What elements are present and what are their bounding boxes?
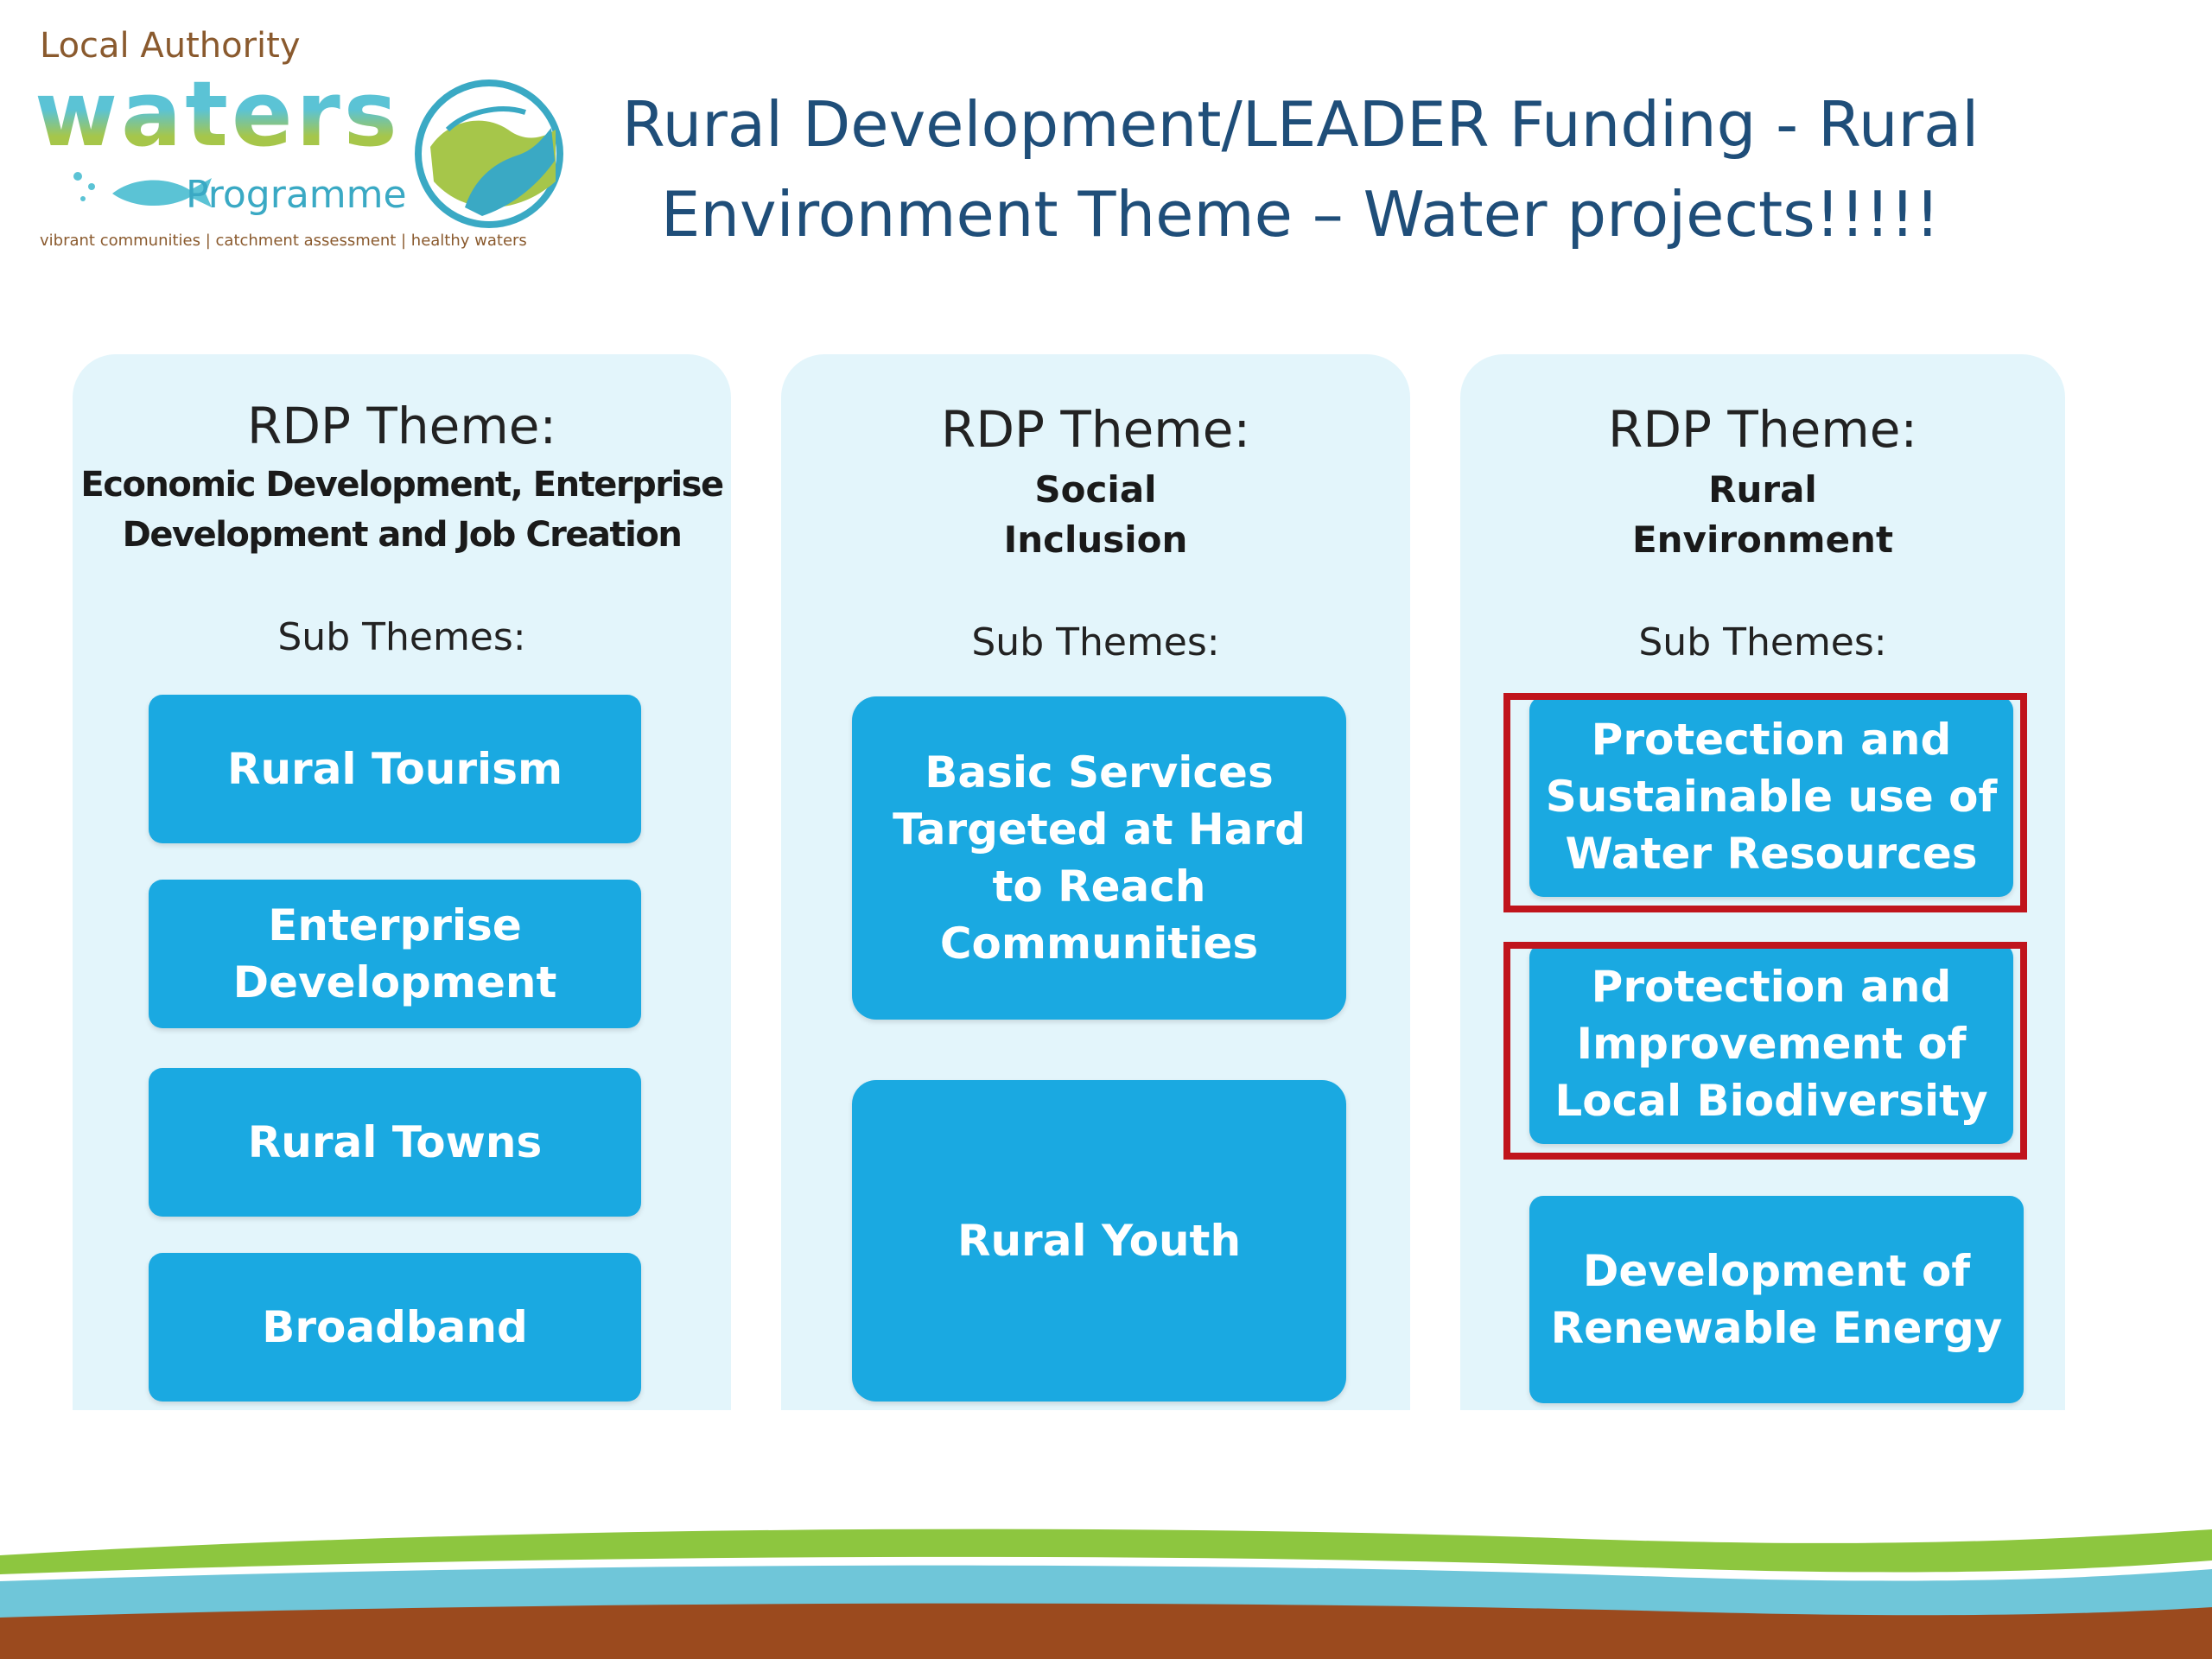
sub-theme-label: Water Resources [1565, 829, 1978, 879]
sub-theme-label: Local Biodiversity [1554, 1076, 1988, 1126]
sub-theme-label: Broadband [262, 1302, 528, 1352]
slide-title-line-1: Rural Development/LEADER Funding - Rural [621, 88, 1980, 161]
sub-theme-local-biodiversity: Protection and Improvement of Local Biod… [1529, 944, 2013, 1144]
sub-theme-label: Development [232, 957, 557, 1007]
theme-heading: RDP Theme: [941, 400, 1250, 459]
logo-top-text: Local Authority [40, 26, 301, 66]
theme-name-line: Development and Job Creation [122, 515, 683, 555]
sub-theme-broadband: Broadband [149, 1253, 641, 1402]
theme-name-line: Inclusion [1003, 518, 1188, 561]
sub-theme-label: Rural Towns [247, 1117, 543, 1167]
sub-theme-label: Renewable Energy [1550, 1303, 2003, 1353]
theme-column-social: RDP Theme: Social Inclusion Sub Themes: … [781, 354, 1410, 1410]
sub-theme-enterprise-development: Enterprise Development [149, 880, 641, 1028]
sub-theme-label: Sustainable use of [1545, 772, 1998, 822]
sub-theme-basic-services: Basic Services Targeted at Hard to Reach… [852, 696, 1346, 1020]
theme-name: Economic Development, Enterprise Develop… [73, 460, 731, 560]
highlight-frame-local-biodiversity [1503, 942, 2027, 1160]
sub-theme-label: Rural Youth [957, 1216, 1242, 1266]
slide-title-line-2: Environment Theme – Water projects!!!!! [660, 178, 1941, 251]
theme-name-line: Rural [1708, 468, 1817, 511]
theme-name: Rural Environment [1460, 465, 2065, 565]
sub-theme-label: Protection and [1591, 715, 1952, 765]
logo-sub-text: Programme [186, 173, 407, 217]
theme-column-economic: RDP Theme: Economic Development, Enterpr… [73, 354, 731, 1410]
slide-title: Rural Development/LEADER Funding - Rural… [588, 79, 2013, 259]
logo-main-text: waters [35, 61, 401, 167]
sub-theme-label: Targeted at Hard [893, 804, 1306, 855]
sub-themes-heading: Sub Themes: [277, 615, 526, 659]
theme-name-line: Economic Development, Enterprise [80, 465, 724, 505]
sub-theme-renewable-energy: Development of Renewable Energy [1529, 1196, 2024, 1403]
sub-theme-label: Protection and [1591, 962, 1952, 1012]
sub-themes-heading: Sub Themes: [1638, 620, 1887, 664]
sub-theme-label: Improvement of [1576, 1019, 1967, 1069]
globe-icon [415, 79, 563, 228]
sub-theme-label: to Reach [992, 861, 1206, 912]
sub-theme-label: Basic Services [925, 747, 1274, 798]
sub-theme-label: Communities [939, 918, 1259, 969]
sub-theme-label: Development of [1582, 1246, 1971, 1296]
sub-theme-rural-towns: Rural Towns [149, 1068, 641, 1217]
sub-themes-heading: Sub Themes: [971, 620, 1220, 664]
theme-column-rural-environment: RDP Theme: Rural Environment Sub Themes:… [1460, 354, 2065, 1410]
footer-waves [0, 1529, 2212, 1659]
theme-name-line: Environment [1631, 518, 1894, 561]
logo-tagline: vibrant communities | catchment assessme… [40, 232, 527, 250]
theme-name: Social Inclusion [781, 465, 1410, 565]
fish-icon [73, 172, 212, 207]
sub-theme-rural-youth: Rural Youth [852, 1080, 1346, 1402]
waters-programme-logo: Local Authority waters Programme vibrant… [35, 26, 563, 250]
sub-theme-water-resources: Protection and Sustainable use of Water … [1529, 696, 2013, 897]
sub-theme-label: Rural Tourism [226, 744, 563, 794]
theme-heading: RDP Theme: [247, 397, 556, 455]
sub-theme-label: Enterprise [268, 900, 522, 950]
highlight-frame-water-resources [1503, 693, 2027, 912]
theme-heading: RDP Theme: [1608, 400, 1917, 459]
sub-theme-rural-tourism: Rural Tourism [149, 695, 641, 843]
theme-name-line: Social [1034, 468, 1157, 511]
